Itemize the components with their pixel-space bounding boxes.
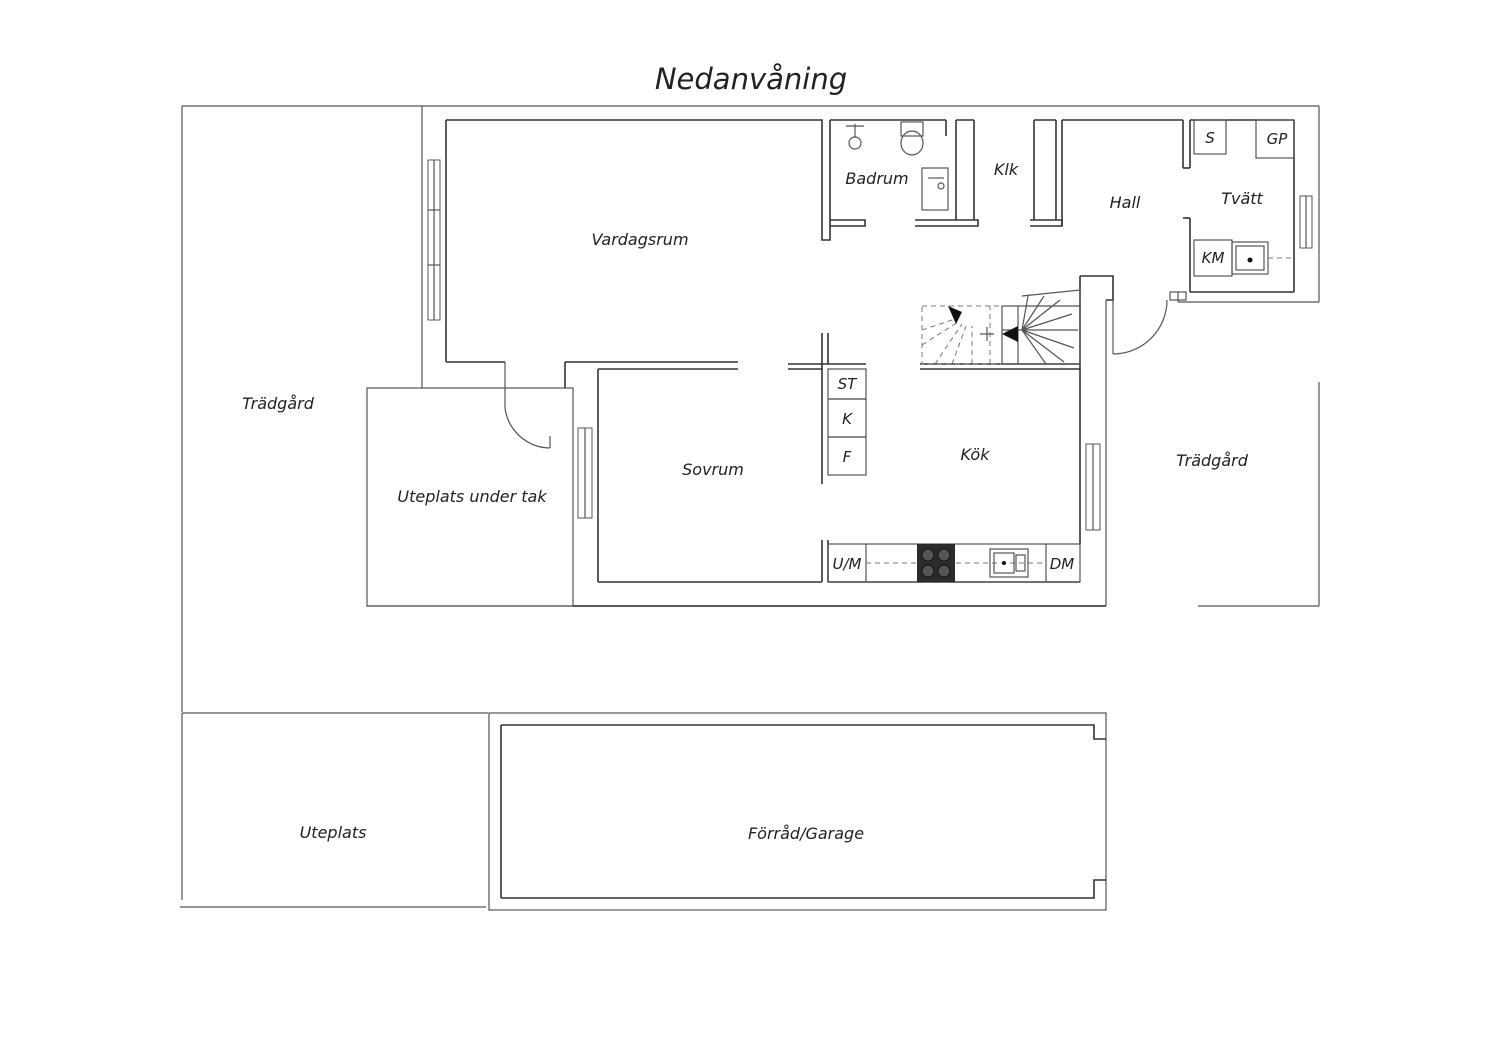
label-hall: Hall [1110, 193, 1141, 212]
label-gp: GP [1267, 130, 1289, 148]
interior-walls [445, 119, 1295, 607]
staircase [921, 289, 1081, 365]
laundry-fixtures [1193, 119, 1295, 277]
windows [427, 159, 1313, 531]
label-um: U/M [833, 555, 862, 573]
label-vardagsrum: Vardagsrum [591, 230, 688, 249]
label-km: KM [1202, 249, 1225, 267]
label-s: S [1205, 129, 1215, 147]
bathroom-fixtures [846, 121, 949, 211]
label-badrum: Badrum [845, 169, 908, 188]
plot-boundary [181, 105, 1320, 712]
label-f: F [843, 448, 852, 466]
covered-patio-outline [366, 387, 574, 607]
label-sovrum: Sovrum [682, 460, 744, 479]
label-dm: DM [1050, 555, 1075, 573]
label-klk: Klk [994, 160, 1019, 179]
kitchen-fixtures [827, 368, 1081, 583]
label-forrad-garage: Förråd/Garage [748, 824, 864, 843]
label-uteplats-under-tak: Uteplats under tak [397, 487, 547, 506]
label-k: K [842, 410, 853, 428]
label-kok: Kök [961, 445, 991, 464]
label-tradgard-left: Trädgård [242, 394, 315, 413]
plan-title: Nedanvåning [655, 62, 847, 96]
label-st: ST [838, 375, 859, 393]
label-tvatt: Tvätt [1221, 189, 1263, 208]
label-tradgard-right: Trädgård [1176, 451, 1249, 470]
outbuildings [180, 712, 1107, 911]
label-uteplats: Uteplats [300, 823, 367, 842]
doors [504, 291, 1187, 449]
room-labels: Vardagsrum Badrum Klk Hall Tvätt S GP KM… [242, 129, 1288, 843]
